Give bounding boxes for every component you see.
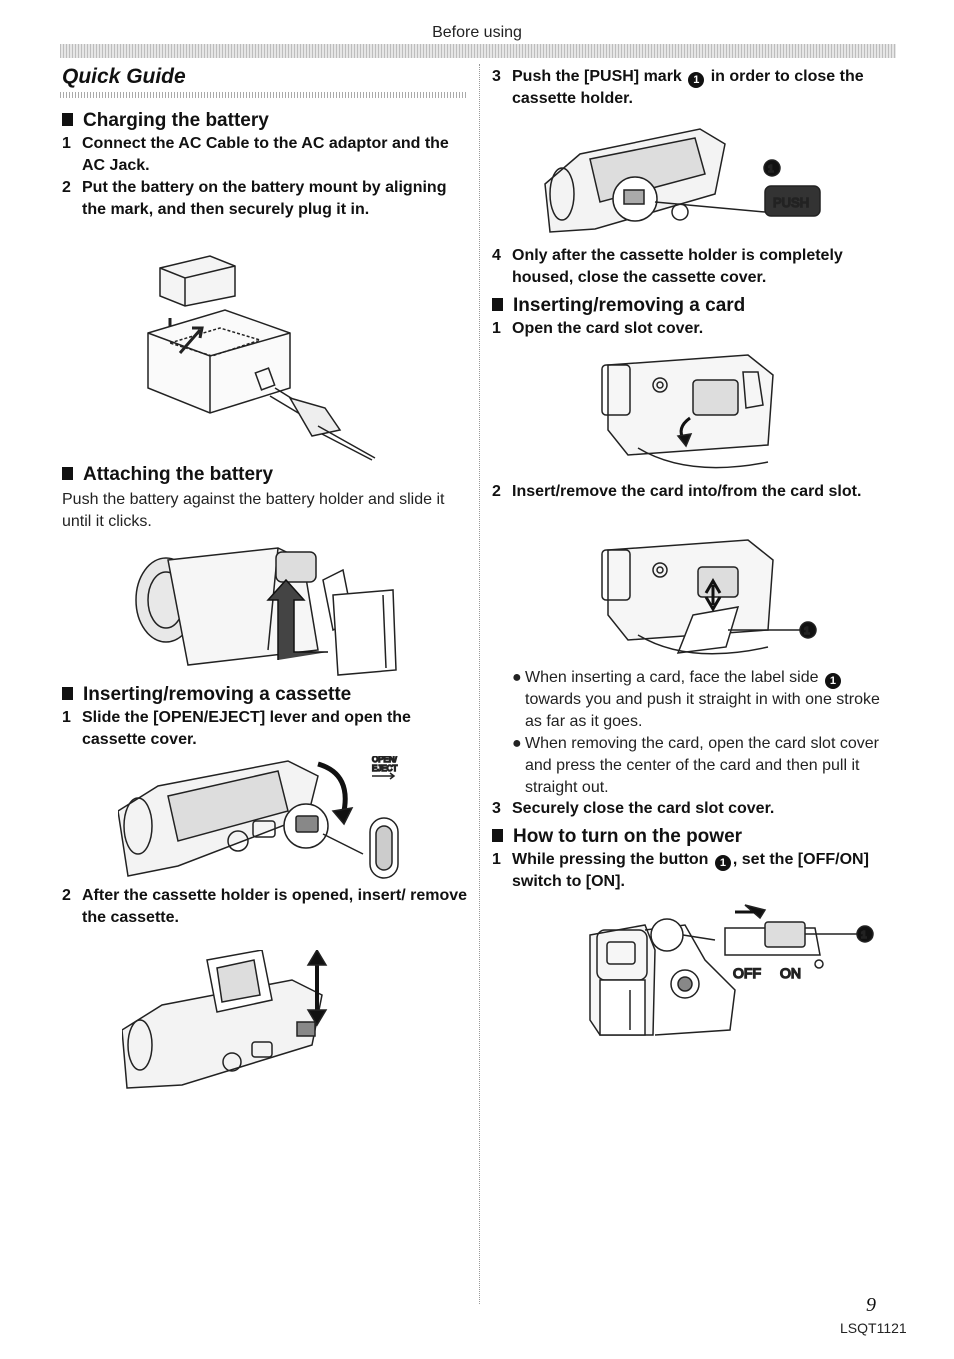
marker-1-icon: 1 xyxy=(824,673,841,689)
bullet-text: When inserting a card, face the label si… xyxy=(525,667,892,733)
step-number: 3 xyxy=(492,68,501,85)
cassette-insert-illustration xyxy=(122,950,328,1089)
page-number: 9 xyxy=(866,1294,876,1316)
heading-bullet xyxy=(62,113,73,126)
step-text: Slide the [OPEN/EJECT] lever and open th… xyxy=(82,709,411,748)
document-code: LSQT1121 xyxy=(840,1320,907,1336)
card-step-1: 1 Open the card slot cover. xyxy=(492,318,892,340)
step-text: Only after the cassette holder is comple… xyxy=(512,247,843,286)
marker-1-label: 1 xyxy=(861,930,867,941)
battery-attach-illustration xyxy=(135,547,397,676)
bullet-dot: ● xyxy=(512,735,522,752)
card-step-3: 3 Securely close the card slot cover. xyxy=(492,798,892,820)
step-text-part: While pressing the button xyxy=(512,851,709,868)
card-step-2: 2 Insert/remove the card into/from the c… xyxy=(492,481,902,503)
charging-step-1: 1 Connect the AC Cable to the AC adaptor… xyxy=(62,133,472,177)
card-heading: Inserting/removing a card xyxy=(492,295,745,317)
step-text-part: Push the [PUSH] mark xyxy=(512,68,682,85)
attaching-heading-text: Attaching the battery xyxy=(83,464,274,485)
header-band xyxy=(60,44,896,58)
power-heading-text: How to turn on the power xyxy=(513,826,743,847)
step-number: 1 xyxy=(492,851,501,868)
title-rule xyxy=(60,92,466,98)
charging-heading-text: Charging the battery xyxy=(83,110,269,131)
heading-bullet xyxy=(492,829,503,842)
step-text: While pressing the button 1, set the [OF… xyxy=(512,849,892,893)
step-text: Push the [PUSH] mark 1 in order to close… xyxy=(512,66,892,110)
step-number: 2 xyxy=(492,483,501,500)
cassette-step-3: 3 Push the [PUSH] mark 1 in order to clo… xyxy=(492,66,892,110)
step-text: After the cassette holder is opened, ins… xyxy=(82,887,468,926)
step-number: 1 xyxy=(492,320,501,337)
step-text-part: , set the [OFF/ON] switch to [ON]. xyxy=(512,851,869,890)
cassette-step-1: 1 Slide the [OPEN/EJECT] lever and open … xyxy=(62,707,472,751)
marker-1-label: 1 xyxy=(804,626,810,637)
step-text-part: in order to close the cassette holder. xyxy=(512,68,864,107)
column-divider xyxy=(479,64,480,1304)
step-number: 2 xyxy=(62,887,71,904)
marker-1-label: 1 xyxy=(768,164,774,175)
marker-1-icon: 1 xyxy=(688,72,705,88)
card-bullet-1: ● When inserting a card, face the label … xyxy=(512,667,892,733)
cassette-step-2: 2 After the cassette holder is opened, i… xyxy=(62,885,472,929)
step-text: Connect the AC Cable to the AC adaptor a… xyxy=(82,135,449,174)
bullet-text-part: When inserting a card, face the label si… xyxy=(525,669,819,686)
on-label: ON xyxy=(780,965,801,981)
power-heading: How to turn on the power xyxy=(492,826,742,848)
off-label: OFF xyxy=(733,965,761,981)
card-heading-text: Inserting/removing a card xyxy=(513,295,746,316)
step-text: Insert/remove the card into/from the car… xyxy=(512,483,862,500)
open-eject-label-line2: EJECT xyxy=(372,764,397,773)
page-title: Quick Guide xyxy=(62,65,186,88)
marker-1-icon: 1 xyxy=(714,855,731,871)
card-insert-illustration: 1 xyxy=(601,539,817,655)
attaching-text: Push the battery against the battery hol… xyxy=(62,491,445,530)
step-number: 1 xyxy=(62,709,71,726)
heading-bullet xyxy=(62,467,73,480)
step-text: Put the battery on the battery mount by … xyxy=(82,179,447,218)
step-number: 1 xyxy=(62,135,71,152)
step-number: 3 xyxy=(492,800,501,817)
power-switch-illustration: 1 OFF ON xyxy=(589,904,874,1036)
cassette-step-4: 4 Only after the cassette holder is comp… xyxy=(492,245,902,289)
card-bullet-2: ● When removing the card, open the card … xyxy=(512,733,892,799)
step-text: Open the card slot cover. xyxy=(512,320,704,337)
step-number: 2 xyxy=(62,179,71,196)
cassette-heading-text: Inserting/removing a cassette xyxy=(83,684,352,705)
attaching-heading: Attaching the battery xyxy=(62,464,273,486)
running-header: Before using xyxy=(432,24,522,41)
bullet-text-part: towards you and push it straight in with… xyxy=(525,691,880,730)
open-eject-label-line1: OPEN/ xyxy=(372,756,398,764)
step-number: 4 xyxy=(492,247,501,264)
heading-bullet xyxy=(492,298,503,311)
power-step-1: 1 While pressing the button 1, set the [… xyxy=(492,849,892,893)
heading-bullet xyxy=(62,687,73,700)
charging-step-2: 2 Put the battery on the battery mount b… xyxy=(62,177,472,221)
bullet-text: When removing the card, open the card sl… xyxy=(525,735,879,796)
card-slot-open-illustration xyxy=(601,354,774,469)
charger-illustration xyxy=(147,255,376,461)
push-illustration: PUSH 1 xyxy=(544,128,821,233)
cassette-heading: Inserting/removing a cassette xyxy=(62,684,351,706)
step-text: Securely close the card slot cover. xyxy=(512,800,775,817)
bullet-dot: ● xyxy=(512,669,522,686)
charging-heading: Charging the battery xyxy=(62,110,269,132)
cassette-open-illustration: OPEN/ EJECT xyxy=(118,756,399,879)
push-label: PUSH xyxy=(773,195,809,210)
